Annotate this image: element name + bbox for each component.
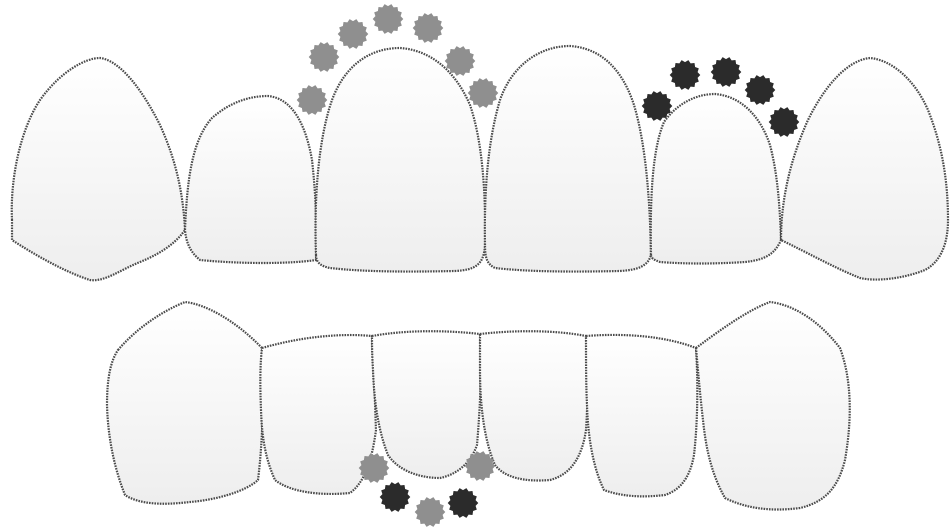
upper-tooth-5: [651, 94, 781, 264]
upper-marker-group-left-marker-3: [338, 19, 369, 49]
lower-marker-group-marker-3: [380, 482, 411, 512]
upper-marker-group-left-marker-1: [297, 85, 328, 115]
upper-tooth-4: [485, 46, 651, 272]
lower-marker-group-marker-4: [415, 497, 446, 527]
lower-tooth-6: [696, 302, 850, 510]
lower-tooth-4: [480, 331, 588, 480]
upper-tooth-6: [781, 58, 948, 280]
upper-tooth-3: [316, 48, 486, 272]
lower-tooth-1: [107, 302, 263, 504]
lower-marker-group-marker-5: [448, 488, 479, 518]
upper-marker-group-right-marker-3: [711, 57, 742, 87]
lower-tooth-5: [586, 335, 697, 496]
upper-tooth-2: [185, 96, 316, 263]
upper-marker-group-left-marker-2: [309, 42, 340, 72]
upper-marker-group-left-marker-4: [373, 4, 404, 34]
lower-tooth-2: [260, 335, 376, 494]
upper-marker-group-right-marker-4: [745, 75, 776, 105]
upper-marker-group-left-marker-5: [413, 13, 444, 43]
lower-tooth-3: [372, 331, 481, 478]
upper-marker-group-right-marker-2: [670, 60, 701, 90]
upper-marker-group-left-marker-7: [468, 78, 499, 108]
upper-marker-group-right-marker-5: [769, 107, 800, 137]
upper-tooth-1: [12, 58, 185, 280]
